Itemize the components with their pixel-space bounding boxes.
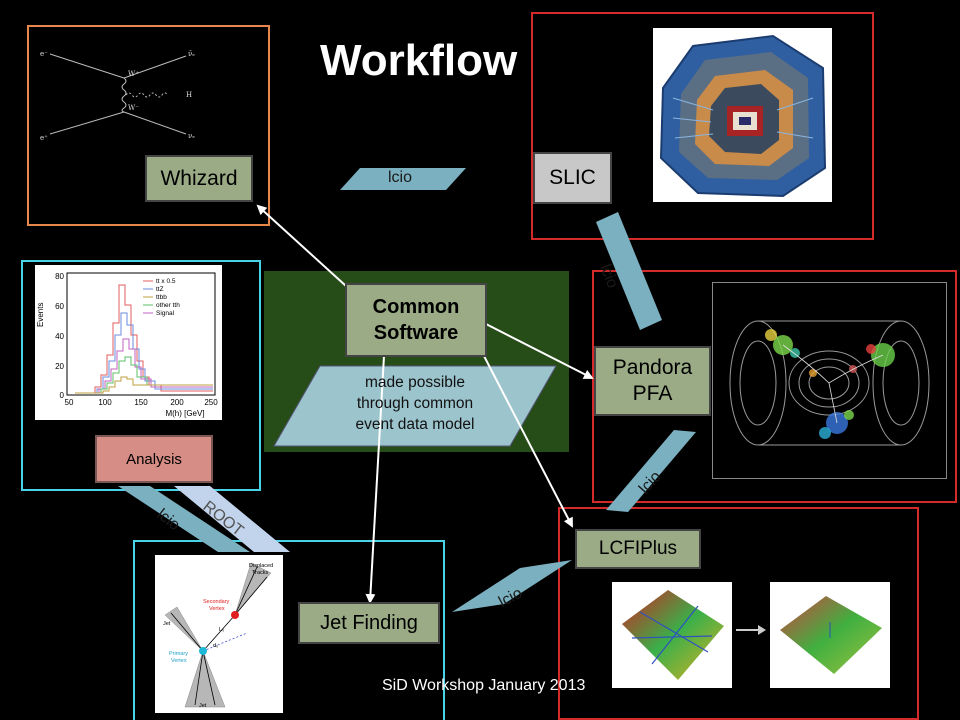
- whizard-frame: [27, 25, 270, 226]
- vertex-label: Tracks: [252, 570, 269, 576]
- feynman-diagram: e⁻ e⁺ W⁺ W⁻ H ν̄ₑ νₑ: [36, 34, 226, 154]
- histogram-xtick: 150: [134, 398, 148, 407]
- pandora-frame: [592, 270, 957, 503]
- common-software-line: Common: [372, 296, 460, 318]
- analysis-node: Analysis: [95, 435, 213, 483]
- histogram-ytick: 60: [55, 302, 64, 311]
- vertex-label: d₀: [213, 643, 218, 649]
- lcfiplus-node: LCFIPlus: [575, 529, 701, 569]
- histogram-xlabel: M(h) [GeV]: [165, 409, 204, 418]
- whizard-node: Whizard: [145, 155, 253, 202]
- pandora-line: Pandora: [612, 356, 693, 379]
- legend-entry: tt x 0.5: [156, 278, 176, 285]
- jet-finding-node: Jet Finding: [298, 602, 440, 644]
- histogram-ytick: 20: [55, 362, 64, 371]
- histogram-xtick: 200: [170, 398, 184, 407]
- feynman-label: ν̄ₑ: [188, 50, 195, 58]
- common-software-line: Software: [373, 322, 459, 344]
- legend-entry: Signal: [156, 310, 175, 317]
- histogram-ytick: 80: [55, 272, 64, 281]
- event-display-image: [712, 282, 947, 479]
- note-line: event data model: [355, 416, 475, 433]
- vertex-label: Displaced: [249, 563, 273, 569]
- legend-entry: other tth: [156, 302, 180, 309]
- feynman-label: e⁺: [40, 134, 48, 142]
- slic-frame: [531, 12, 874, 240]
- vertex-label: Secondary: [203, 599, 230, 605]
- root-label-analysis: ROOT: [199, 498, 247, 540]
- histogram-xtick: 50: [65, 398, 74, 407]
- legend-entry: ttbb: [156, 294, 167, 301]
- vertex-surface-plot-left: [612, 582, 732, 688]
- histogram-ylabel: Events: [36, 303, 45, 327]
- footer-text: SiD Workshop January 2013: [382, 677, 586, 694]
- pandora-pfa-node: Pandora PFA: [594, 346, 711, 416]
- vertex-label: Vertex: [171, 658, 187, 664]
- histogram-ytick: 0: [60, 391, 65, 400]
- detector-image: [653, 28, 832, 202]
- note-line: through common: [356, 395, 474, 412]
- histogram-xtick: 250: [204, 398, 218, 407]
- feynman-label: W⁻: [128, 104, 139, 112]
- lcio-label-top: lcio: [388, 169, 413, 186]
- vertex-label: Primary: [169, 651, 188, 657]
- arrow-right-icon: [736, 622, 766, 638]
- vertex-label: Jet: [199, 703, 207, 709]
- histogram-ytick: 40: [55, 332, 64, 341]
- feynman-label: W⁺: [128, 70, 139, 78]
- vertex-label: Vertex: [209, 606, 225, 612]
- common-software-node: Common Software: [345, 283, 487, 357]
- mass-histogram: Events 80 60 40 20 0 50 100 150 200 250 …: [35, 265, 222, 420]
- feynman-label: e⁻: [40, 50, 48, 58]
- vertex-diagram: Displaced Tracks Secondary Vertex Jet Pr…: [155, 555, 283, 713]
- pandora-line: PFA: [632, 382, 673, 405]
- event-data-model-note: made possible through common event data …: [298, 372, 532, 435]
- slide-title: Workflow: [320, 36, 518, 85]
- lcio-label-analysis: lcio: [153, 506, 183, 535]
- vertex-label: L₀: [219, 627, 224, 633]
- legend-entry: ttZ: [156, 286, 164, 293]
- feynman-label: νₑ: [188, 132, 195, 140]
- vertex-label: Jet: [163, 621, 171, 627]
- vertex-surface-plot-right: [770, 582, 890, 688]
- histogram-xtick: 100: [98, 398, 112, 407]
- slic-node: SLIC: [533, 152, 612, 204]
- feynman-label: H: [186, 91, 192, 99]
- lcfiplus-frame: [558, 507, 919, 720]
- lcio-label-lcfi-jet: lcio: [496, 584, 526, 612]
- note-line: made possible: [365, 374, 465, 391]
